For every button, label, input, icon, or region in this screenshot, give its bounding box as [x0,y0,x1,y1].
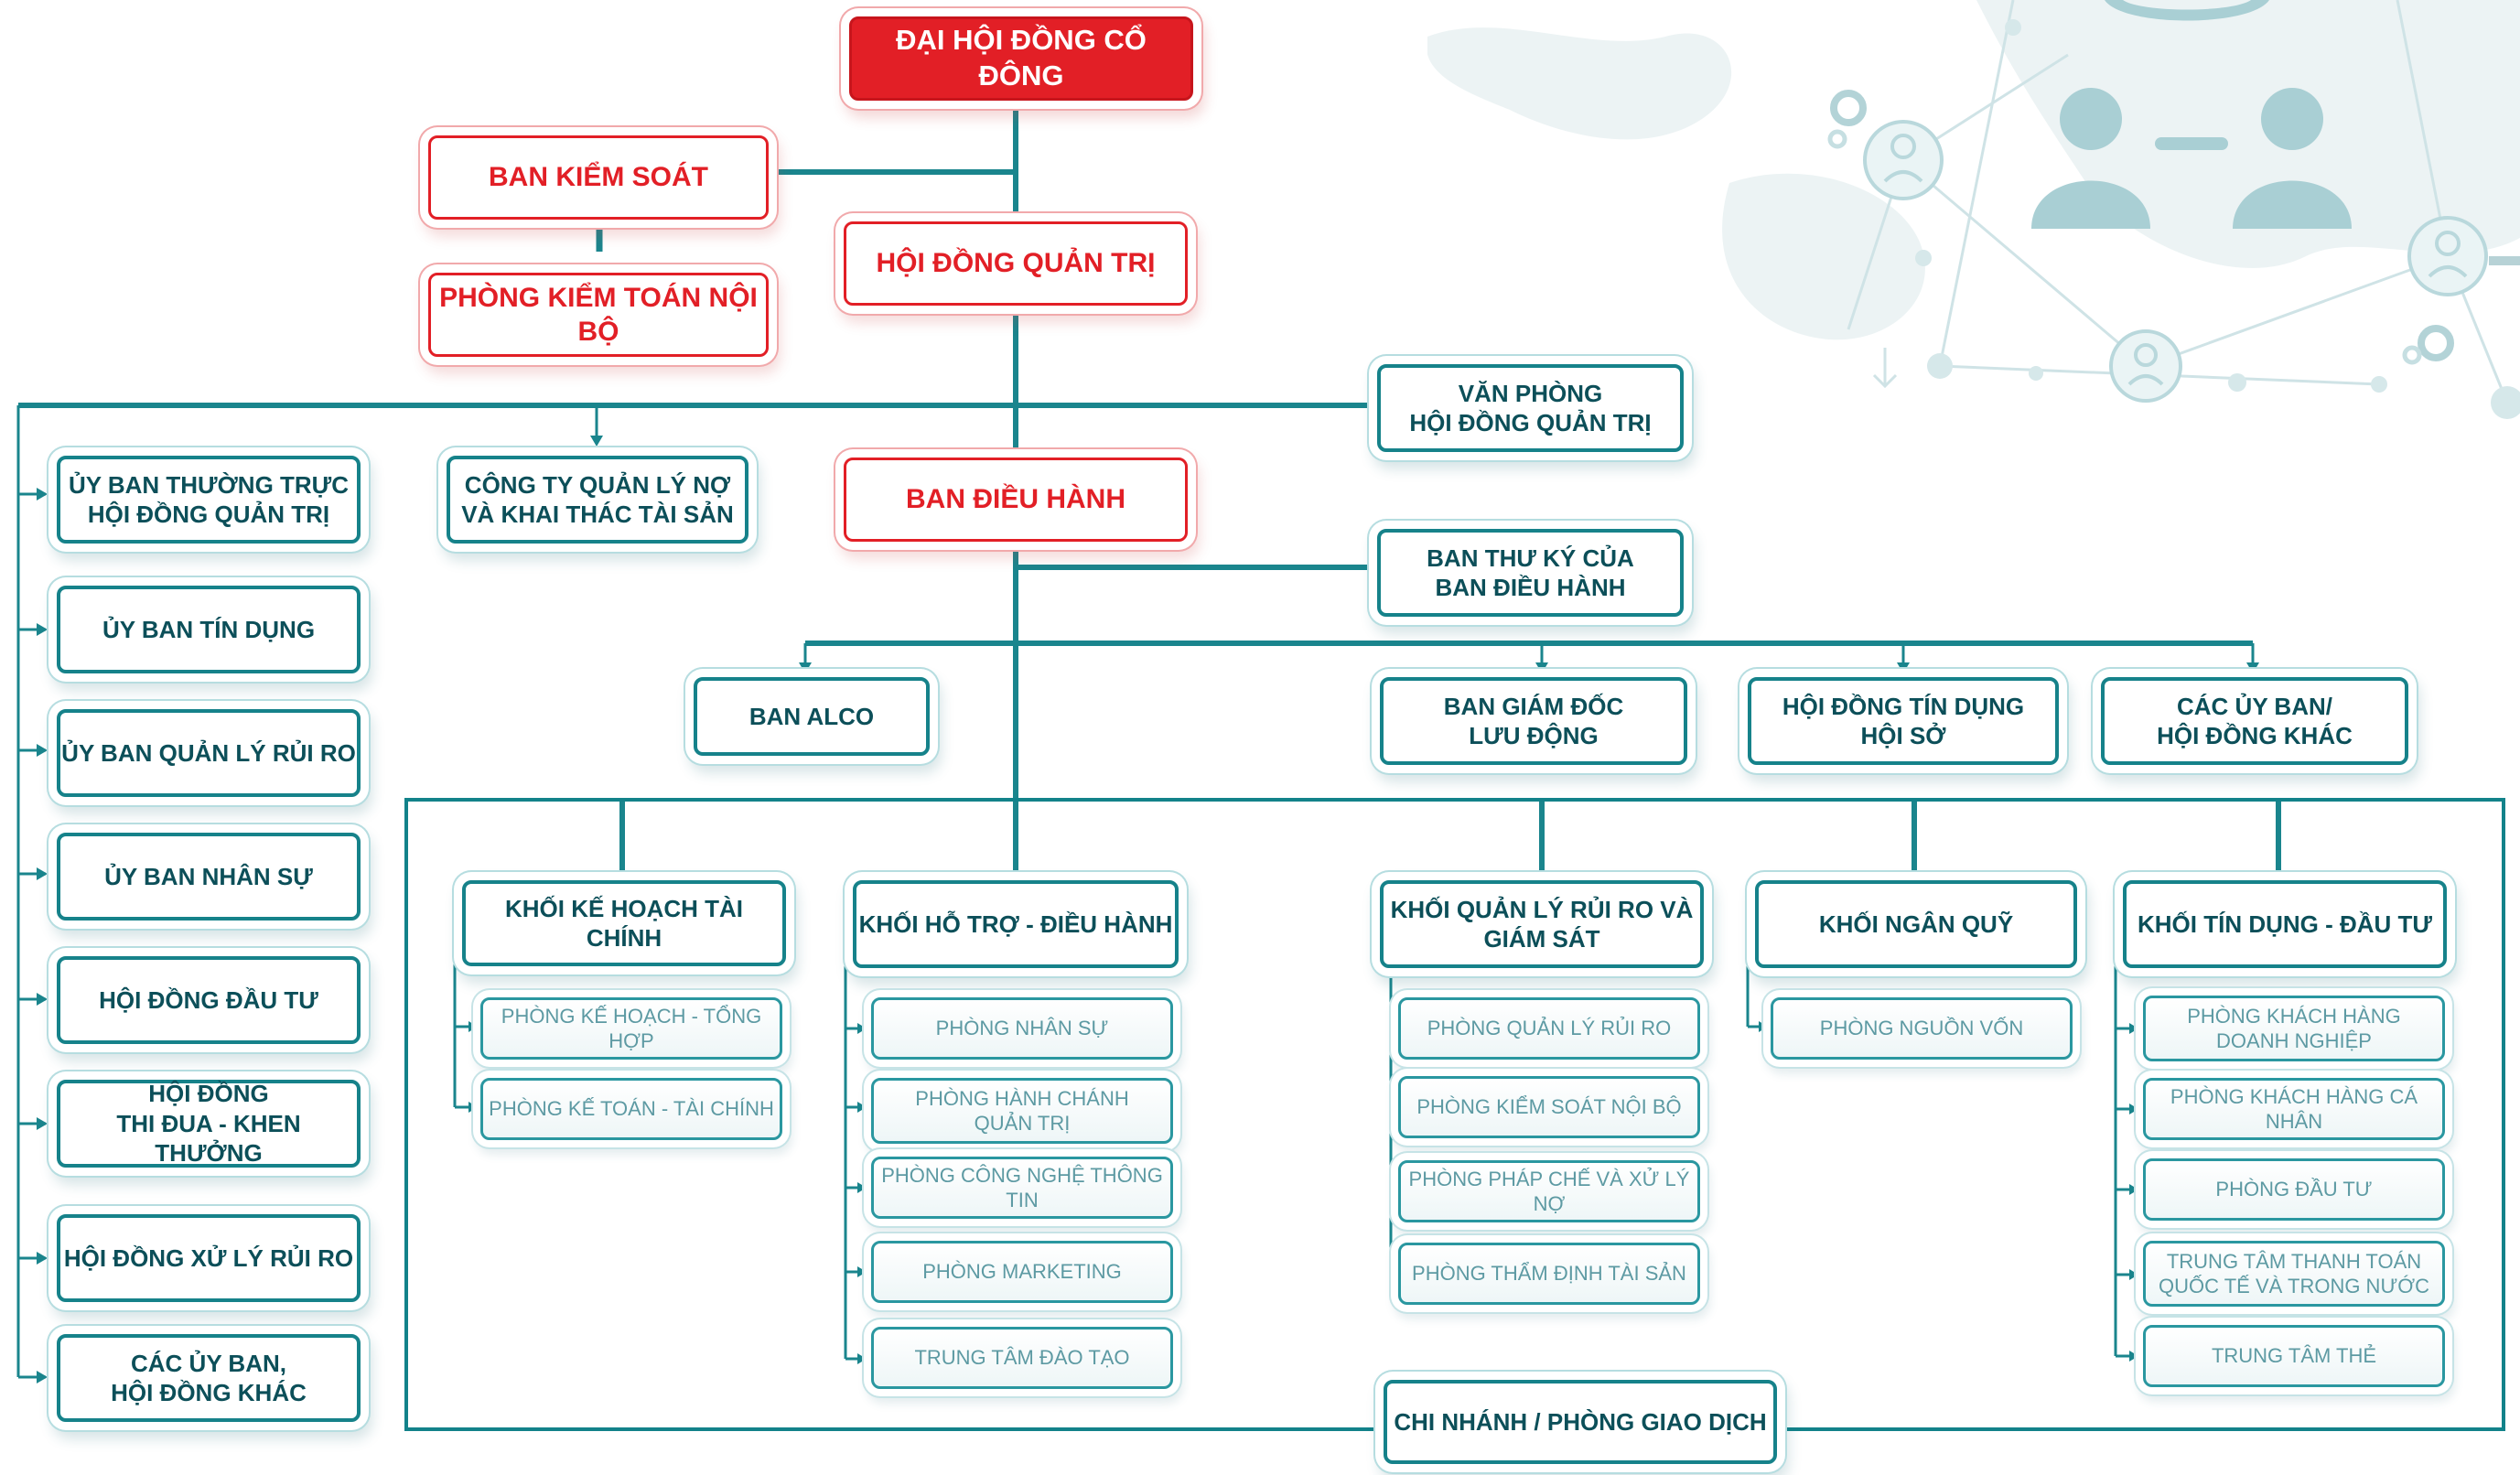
committee-hoi-dong-dau-tu[interactable]: HỘI ĐỒNG ĐẦU TƯ [57,956,361,1044]
person-icon [1863,120,2488,403]
node-chi-nhanh-phong-giao-dich[interactable]: CHI NHÁNH / PHÒNG GIAO DỊCH [1384,1380,1777,1464]
gear-icon [1830,90,2454,361]
unit-phong-marketing[interactable]: PHÒNG MARKETING [871,1241,1173,1303]
unit-phong-khach-hang-ca-nhan[interactable]: PHÒNG KHÁCH HÀNG CÁ NHÂN [2143,1078,2445,1140]
node-ban-dieu-hanh[interactable]: BAN ĐIỀU HÀNH [844,458,1188,542]
node-hoi-dong-quan-tri[interactable]: HỘI ĐỒNG QUẢN TRỊ [844,221,1188,306]
block-tin-dung-dau-tu[interactable]: KHỐI TÍN DỤNG - ĐẦU TƯ [2123,880,2447,968]
node-ban-alco[interactable]: BAN ALCO [694,677,930,756]
committee-uy-ban-nhan-su[interactable]: ỦY BAN NHÂN SỰ [57,833,361,921]
block-ngan-quy[interactable]: KHỐI NGÂN QUỸ [1755,880,2077,968]
people-connection-icon [2031,0,2352,229]
unit-phong-nhan-su[interactable]: PHÒNG NHÂN SỰ [871,997,1173,1060]
unit-trung-tam-the[interactable]: TRUNG TÂM THẺ [2143,1325,2445,1387]
node-ban-kiem-soat[interactable]: BAN KIỂM SOÁT [428,135,769,220]
block-ke-hoach-tai-chinh[interactable]: KHỐI KẾ HOẠCH TÀI CHÍNH [462,880,786,966]
block-ho-tro-dieu-hanh[interactable]: KHỐI HỖ TRỢ - ĐIỀU HÀNH [853,880,1179,968]
unit-phong-dau-tu[interactable]: PHÒNG ĐẦU TƯ [2143,1158,2445,1221]
node-phong-kiem-toan-noi-bo[interactable]: PHÒNG KIỂM TOÁN NỘI BỘ [428,273,769,357]
unit-phong-ke-toan-tai-chinh[interactable]: PHÒNG KẾ TOÁN - TÀI CHÍNH [480,1078,782,1140]
gear-icon [1827,129,2422,365]
committee-uy-ban-quan-ly-rui-ro[interactable]: ỦY BAN QUẢN LÝ RỦI RO [57,709,361,797]
unit-phong-cong-nghe-thong-tin[interactable]: PHÒNG CÔNG NGHỆ THÔNG TIN [871,1157,1173,1219]
world-map-network-background [1427,0,2520,419]
node-cac-uy-ban-hoi-dong-khac[interactable]: CÁC ỦY BAN/HỘI ĐỒNG KHÁC [2101,677,2408,765]
unit-phong-tham-dinh-tai-san[interactable]: PHÒNG THẨM ĐỊNH TÀI SẢN [1398,1243,1700,1305]
unit-phong-phap-che-xu-ly-no[interactable]: PHÒNG PHÁP CHẾ VÀ XỬ LÝ NỢ [1398,1160,1700,1222]
unit-phong-nguon-von[interactable]: PHÒNG NGUỒN VỐN [1771,997,2073,1060]
committee-uy-ban-tin-dung[interactable]: ỦY BAN TÍN DỤNG [57,586,361,673]
unit-trung-tam-dao-tao[interactable]: TRUNG TÂM ĐÀO TẠO [871,1327,1173,1389]
committee-hoi-dong-xu-ly-rui-ro[interactable]: HỘI ĐỒNG XỬ LÝ RỦI RO [57,1214,361,1302]
unit-phong-ke-hoach-tong-hop[interactable]: PHÒNG KẾ HOẠCH - TỔNG HỢP [480,997,782,1060]
unit-phong-quan-ly-rui-ro[interactable]: PHÒNG QUẢN LÝ RỦI RO [1398,997,1700,1060]
unit-phong-kiem-soat-noi-bo[interactable]: PHÒNG KIỂM SOÁT NỘI BỘ [1398,1076,1700,1138]
node-dai-hoi-dong-co-dong[interactable]: ĐẠI HỘI ĐỒNG CỔ ĐÔNG [849,16,1193,101]
committee-cac-uy-ban-hoi-dong-khac[interactable]: CÁC ỦY BAN,HỘI ĐỒNG KHÁC [57,1334,361,1422]
